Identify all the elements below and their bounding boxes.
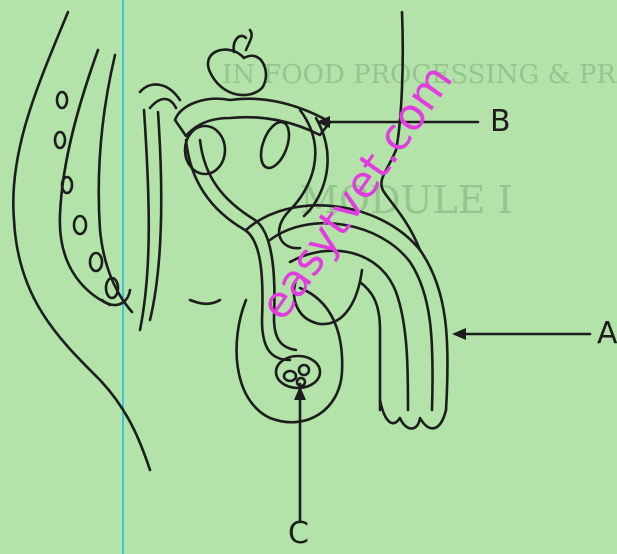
rectum-fold-1 — [57, 92, 67, 108]
penis-underside — [360, 282, 380, 410]
label-b: B — [490, 104, 511, 139]
duct-top-left-inner — [150, 99, 176, 108]
ureter-stub-right — [246, 30, 252, 50]
testis-lobule-2 — [299, 365, 309, 375]
rectum-fold-5 — [90, 253, 102, 271]
glans-tip — [380, 400, 446, 429]
arrowhead-a — [452, 328, 466, 340]
scrotum-fold — [190, 300, 220, 304]
label-c: C — [288, 516, 309, 551]
rectum-fold-4 — [74, 216, 86, 234]
rectum-fold-2 — [55, 132, 65, 148]
prostate-gland — [256, 118, 295, 171]
ureter-stub-left — [234, 36, 246, 52]
bladder — [208, 50, 266, 95]
posterior-wall — [140, 110, 149, 330]
rectum-outline-inner — [99, 55, 132, 312]
label-a: A — [597, 316, 617, 351]
testis-lobule-1 — [284, 371, 296, 381]
vas-deferens-upper — [175, 99, 330, 136]
outer-body-outline — [13, 12, 150, 470]
posterior-wall-inner — [150, 112, 161, 320]
duct-top-left — [140, 84, 180, 100]
